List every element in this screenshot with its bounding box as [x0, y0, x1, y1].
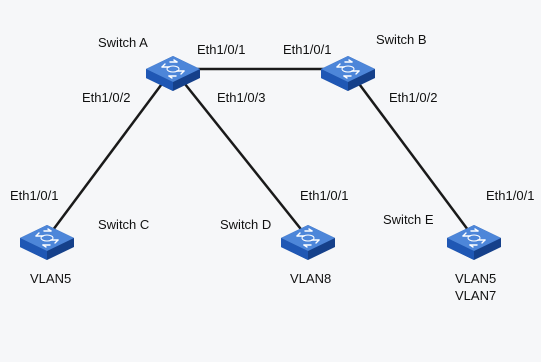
switch-c-name: Switch C [98, 217, 150, 232]
switch-e-network-switch-icon [447, 225, 501, 260]
link-a-d [172, 68, 309, 239]
switch-c-network-switch-icon [20, 225, 74, 260]
port-b-to-a: Eth1/0/1 [283, 42, 332, 57]
link-a-c [45, 68, 175, 239]
switch-b-name: Switch B [376, 32, 427, 47]
port-d-to-a: Eth1/0/1 [300, 188, 349, 203]
switch-e-vlan-1: VLAN5 [455, 271, 497, 286]
port-b-to-e: Eth1/0/2 [389, 90, 438, 105]
port-a-to-c: Eth1/0/2 [82, 90, 131, 105]
switch-d-name: Switch D [220, 217, 272, 232]
switch-e-name: Switch E [383, 212, 434, 227]
switch-a-network-switch-icon [146, 56, 200, 91]
switch-d-network-switch-icon [281, 225, 335, 260]
port-a-to-d: Eth1/0/3 [217, 90, 266, 105]
port-c-to-a: Eth1/0/1 [10, 188, 59, 203]
switch-a-name: Switch A [98, 35, 148, 50]
link-b-e [346, 68, 476, 239]
port-e-to-b: Eth1/0/1 [486, 188, 535, 203]
switch-d-vlan: VLAN8 [290, 271, 332, 286]
switch-e-vlan-2: VLAN7 [455, 288, 497, 303]
port-a-to-b: Eth1/0/1 [197, 42, 246, 57]
switch-b-network-switch-icon [321, 56, 375, 91]
switch-c-vlan: VLAN5 [30, 271, 72, 286]
